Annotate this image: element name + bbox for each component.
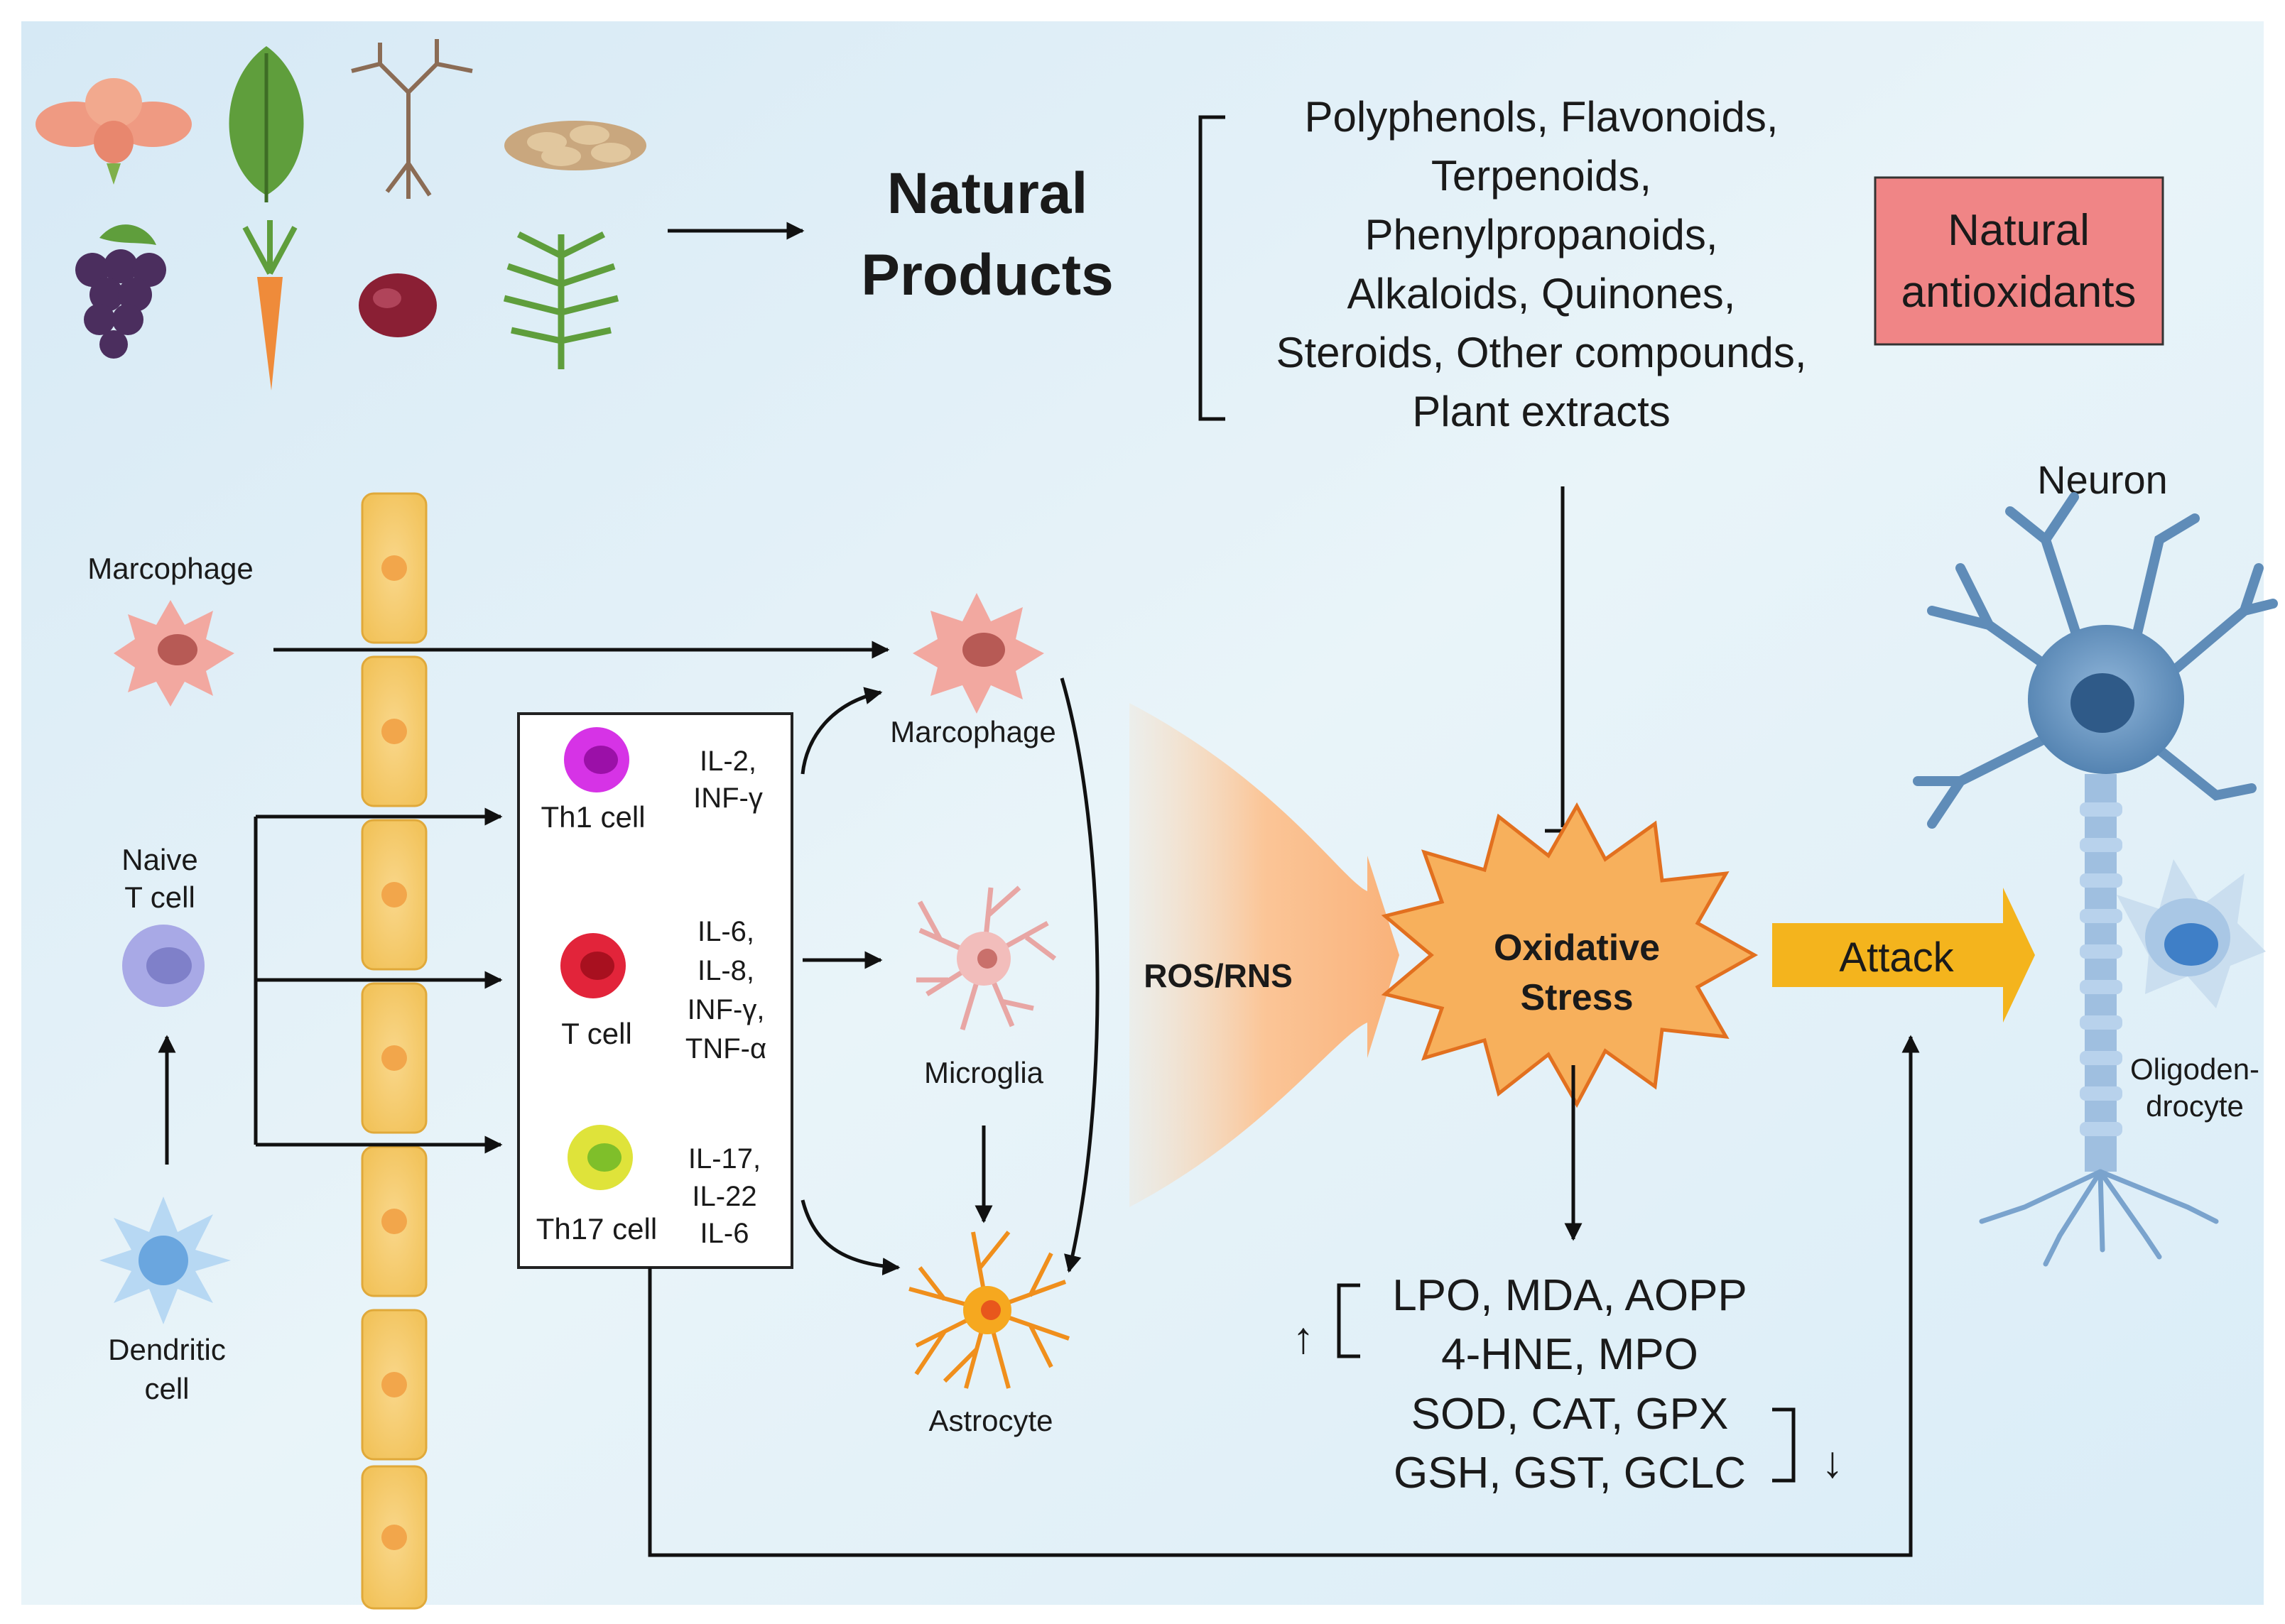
microglia-icon <box>916 885 1057 1031</box>
naive-t-cell-icon <box>122 925 205 1007</box>
compound-line: Polyphenols, Flavonoids, <box>1304 93 1778 141</box>
macrophage-to-astrocyte-arrow <box>1060 677 1100 1273</box>
oxidative-stress-line1: Oxidative <box>1494 927 1660 969</box>
natural-antioxidants-line1: Natural <box>1948 206 2090 255</box>
endothelial-cell <box>361 982 428 1134</box>
th17-cell-icon <box>568 1125 633 1190</box>
compound-line: Terpenoids, <box>1431 152 1651 200</box>
flower-icon <box>36 78 192 185</box>
marker-up-line: LPO, MDA, AOPP <box>1392 1271 1747 1320</box>
oxidative-stress-star <box>1381 802 1759 1108</box>
macrophage-icon-left <box>114 600 234 707</box>
marker-up-bracket <box>1337 1283 1360 1358</box>
grape-icon <box>75 224 166 359</box>
dendritic-cell-label-line2: cell <box>144 1372 189 1405</box>
compound-line: Phenylpropanoids, <box>1364 211 1717 258</box>
oligodendrocyte-label-line1: Oligoden- <box>2130 1052 2259 1086</box>
marker-down-bracket <box>1772 1407 1796 1483</box>
marker-down-line: SOD, CAT, GPX <box>1411 1390 1729 1439</box>
t-cell-cytokine: IL-8, <box>698 955 754 986</box>
th17-cell-label: Th17 cell <box>536 1212 657 1246</box>
endothelial-cell <box>361 1465 428 1610</box>
macrophage-icon-brain <box>913 593 1044 714</box>
root-icon <box>351 39 473 199</box>
dendritic-cell-icon <box>99 1197 231 1324</box>
microglia-label: Microglia <box>924 1056 1044 1089</box>
oligodendrocyte-label-line2: drocyte <box>2146 1089 2244 1123</box>
marker-up-line: 4-HNE, MPO <box>1441 1330 1698 1379</box>
macrophage-label-brain: Marcophage <box>890 715 1055 748</box>
endothelial-cell <box>361 655 428 807</box>
endothelial-cell <box>361 1145 428 1297</box>
compounds-list: Polyphenols, Flavonoids, Terpenoids, Phe… <box>1276 93 1806 435</box>
th1-cell-icon <box>564 727 629 792</box>
t-subsets-box <box>517 712 793 1269</box>
oxidative-stress-line2: Stress <box>1521 977 1634 1018</box>
th1-cell-label: Th1 cell <box>541 800 645 834</box>
attack-label: Attack <box>1839 934 1954 981</box>
endothelial-cell <box>361 819 428 971</box>
compound-line: Alkaloids, Quinones, <box>1347 270 1736 317</box>
box-to-macrophage-arrow <box>800 687 883 775</box>
neuron-icon <box>1913 492 2278 1267</box>
marker-down-arrow: ↓ <box>1822 1438 1844 1487</box>
oligodendrocyte-icon <box>2117 859 2266 1008</box>
t-cell-label: T cell <box>561 1017 632 1050</box>
t-cell-cytokine: TNF-α <box>685 1033 766 1064</box>
ros-rns-funnel <box>1129 703 1399 1207</box>
naive-t-cell-label-line2: T cell <box>124 881 195 914</box>
seeds-icon <box>504 121 646 170</box>
compound-line: Plant extracts <box>1412 388 1671 435</box>
th17-cytokine: IL-6 <box>700 1218 749 1249</box>
leaf-icon <box>229 46 304 202</box>
astrocyte-label: Astrocyte <box>928 1404 1053 1437</box>
attack-arrow <box>1772 888 2035 1023</box>
natural-products-title-line2: Products <box>861 243 1113 307</box>
t-cell-cytokine: IL-6, <box>698 916 754 947</box>
neuron-label: Neuron <box>2037 457 2168 502</box>
t-cell-cytokine: INF-γ, <box>688 994 765 1025</box>
natural-antioxidants-line2: antioxidants <box>1901 268 2137 317</box>
box-to-astrocyte-arrow <box>800 1199 901 1276</box>
dendritic-cell-label-line1: Dendritic <box>108 1333 226 1366</box>
th17-cytokine: IL-22 <box>692 1181 756 1212</box>
compound-line: Steroids, Other compounds, <box>1276 329 1806 376</box>
carrot-icon <box>242 220 298 391</box>
astrocyte-icon <box>908 1231 1070 1389</box>
naive-t-cell-label-line1: Naive <box>121 843 197 876</box>
th1-cytokine: INF-γ <box>693 783 763 814</box>
blood-brain-barrier <box>361 492 428 1610</box>
onion-icon <box>359 273 437 337</box>
natural-products-title-line1: Natural <box>887 161 1088 226</box>
fern-icon <box>503 231 619 369</box>
compounds-bracket <box>1198 115 1225 421</box>
macrophage-label-left: Marcophage <box>87 552 253 585</box>
th1-cytokine: IL-2, <box>700 746 756 777</box>
th17-cytokine: IL-17, <box>688 1143 761 1175</box>
marker-down-line: GSH, GST, GCLC <box>1394 1449 1746 1498</box>
t-cell-attack-path <box>648 1035 1920 1557</box>
t-cell-icon <box>560 933 626 998</box>
endothelial-cell <box>361 492 428 644</box>
marker-up-arrow: ↑ <box>1293 1314 1315 1363</box>
natural-antioxidants-box <box>1874 176 2164 346</box>
ros-rns-label: ROS/RNS <box>1144 957 1293 994</box>
endothelial-cell <box>361 1309 428 1461</box>
